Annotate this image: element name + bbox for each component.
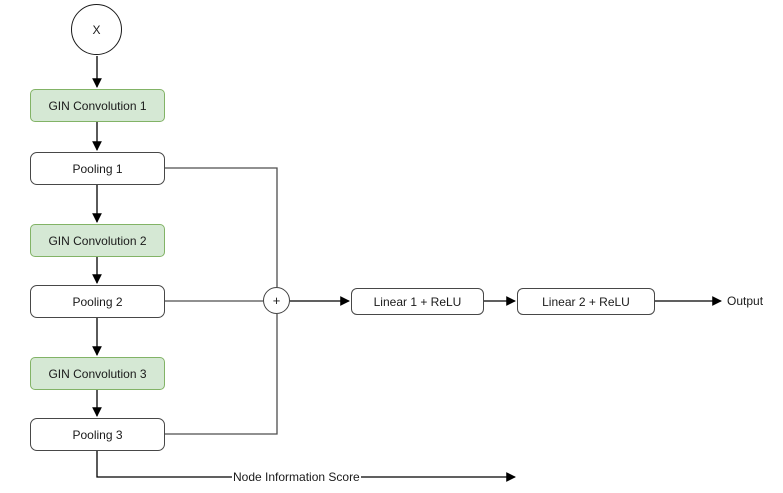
node-pooling-1-label: Pooling 1 bbox=[72, 161, 123, 176]
node-gin-convolution-1-label: GIN Convolution 1 bbox=[48, 98, 147, 113]
node-pooling-2-label: Pooling 2 bbox=[72, 294, 123, 309]
node-input-x-label: X bbox=[92, 22, 101, 37]
arrow-node-information-score bbox=[96, 451, 516, 482]
node-sum-aggregator: + bbox=[263, 287, 290, 314]
node-gin-convolution-2: GIN Convolution 2 bbox=[30, 224, 165, 257]
node-pooling-3-label: Pooling 3 bbox=[72, 427, 123, 442]
node-gin-convolution-2-label: GIN Convolution 2 bbox=[48, 233, 147, 248]
node-linear-1-relu-label: Linear 1 + ReLU bbox=[373, 294, 462, 309]
node-gin-convolution-3: GIN Convolution 3 bbox=[30, 357, 165, 390]
node-linear-2-relu-label: Linear 2 + ReLU bbox=[542, 294, 630, 309]
node-gin-convolution-3-label: GIN Convolution 3 bbox=[48, 366, 147, 381]
node-sum-aggregator-label: + bbox=[272, 293, 281, 308]
join-pool1-to-plus bbox=[165, 167, 278, 287]
node-input-x: X bbox=[71, 4, 122, 55]
node-linear-2-relu: Linear 2 + ReLU bbox=[517, 288, 655, 315]
node-gin-convolution-1: GIN Convolution 1 bbox=[30, 89, 165, 122]
node-pooling-2: Pooling 2 bbox=[30, 285, 165, 318]
node-information-score-label: Node Information Score bbox=[232, 470, 361, 484]
node-pooling-3: Pooling 3 bbox=[30, 418, 165, 451]
node-linear-1-relu: Linear 1 + ReLU bbox=[351, 288, 484, 315]
output-label: Output bbox=[727, 294, 764, 308]
node-pooling-1: Pooling 1 bbox=[30, 152, 165, 185]
join-pool3-to-plus bbox=[165, 314, 278, 435]
